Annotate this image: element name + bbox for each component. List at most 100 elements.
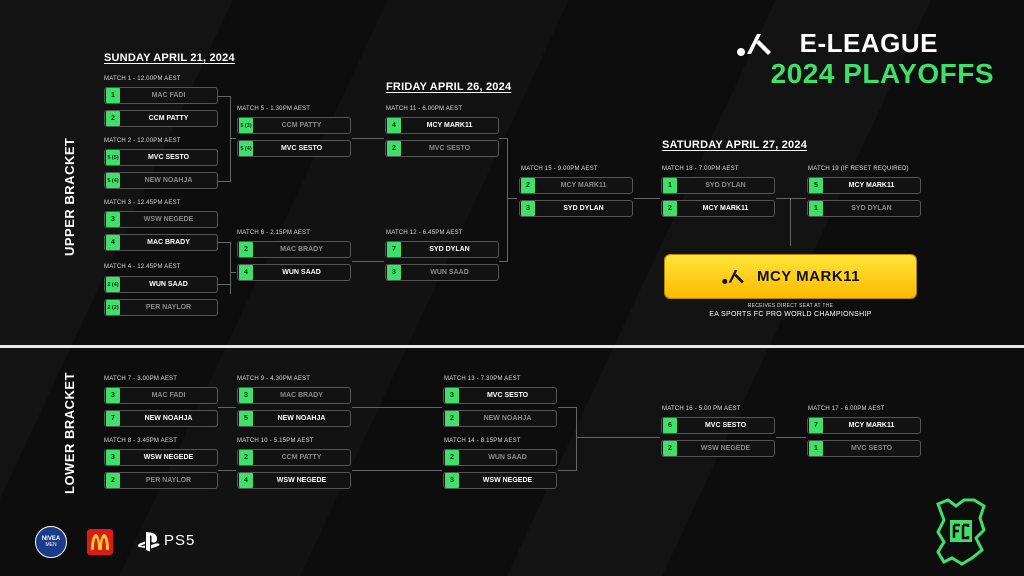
playstation-icon xyxy=(137,531,161,553)
match-13-team-b[interactable]: 2 NEW NOAHJA xyxy=(443,410,557,427)
team-name: WUN SAAD xyxy=(488,454,527,461)
team-name: CCM PATTY xyxy=(281,122,322,129)
team-name: MAC BRADY xyxy=(280,392,323,399)
connector xyxy=(218,470,236,471)
champion-name: MCY MARK11 xyxy=(756,268,861,285)
connector xyxy=(558,470,576,471)
match-9-label: MATCH 9 - 4.30PM AEST xyxy=(237,376,311,382)
connector xyxy=(576,407,577,471)
score: 2 xyxy=(445,411,459,426)
section-divider xyxy=(0,345,1024,348)
match-8-team-b[interactable]: 2 PER NAYLOR xyxy=(104,472,218,489)
match-5-team-b[interactable]: 5 (4)MVC SESTO xyxy=(237,140,351,157)
team-name: CCM PATTY xyxy=(148,115,189,122)
match-1-team-b[interactable]: 2 CCM PATTY xyxy=(104,110,218,127)
connector xyxy=(790,198,791,246)
score: 4 xyxy=(106,235,120,250)
team-name: SYD DYLAN xyxy=(705,182,746,189)
team-name: WSW NEGEDE xyxy=(143,216,194,223)
team-name: WSW NEGEDE xyxy=(143,454,194,461)
team-name: WSW NEGEDE xyxy=(700,445,751,452)
team-name: WUN SAAD xyxy=(282,269,321,276)
match-2-team-b[interactable]: 5 (4)NEW NOAHJA xyxy=(104,172,218,189)
score: 1 xyxy=(663,178,677,193)
match-3-team-a[interactable]: 3 WSW NEGEDE xyxy=(104,211,218,228)
match-7-team-a[interactable]: 3 MAC FADI xyxy=(104,387,218,404)
score: 2 (2) xyxy=(106,300,120,315)
lower-bracket-label: LOWER BRACKET xyxy=(62,371,77,494)
team-name: MVC SESTO xyxy=(850,445,893,452)
match-2-team-a[interactable]: 5 (5)MVC SESTO xyxy=(104,149,218,166)
team-name: WSW NEGEDE xyxy=(276,477,327,484)
match-5-label: MATCH 5 - 1.30PM AEST xyxy=(237,106,311,112)
ps5-text: PS5 xyxy=(164,532,196,549)
score: 5 xyxy=(809,178,823,193)
score: 1 xyxy=(106,88,120,103)
upper-bracket-label: UPPER BRACKET xyxy=(62,137,77,256)
match-1-label: MATCH 1 - 12.00PM AEST xyxy=(104,76,181,82)
score: 2 xyxy=(106,473,120,488)
connector xyxy=(576,437,660,438)
match-4-team-b[interactable]: 2 (2)PER NAYLOR xyxy=(104,299,218,316)
team-name: MCY MARK11 xyxy=(702,205,749,212)
match-18-team-a[interactable]: 1 SYD DYLAN xyxy=(661,177,775,194)
team-name: NEW NOAHJA xyxy=(144,415,193,422)
team-name: PER NAYLOR xyxy=(145,477,192,484)
team-name: MAC FADI xyxy=(151,392,186,399)
score: 1 xyxy=(809,441,823,456)
date-sunday: SUNDAY APRIL 21, 2024 xyxy=(104,52,235,64)
score: 3 xyxy=(106,388,120,403)
match-8-team-a[interactable]: 3 WSW NEGEDE xyxy=(104,449,218,466)
score: 3 xyxy=(387,265,401,280)
match-17-team-b[interactable]: 1 MVC SESTO xyxy=(807,440,921,457)
team-name: SYD DYLAN xyxy=(429,246,470,253)
score: 3 xyxy=(106,450,120,465)
match-17-label: MATCH 17 - 6.00PM AEST xyxy=(808,406,885,412)
connector xyxy=(507,138,508,262)
score: 3 xyxy=(106,212,120,227)
champion-banner: MCY MARK11 xyxy=(665,255,916,298)
connector xyxy=(558,407,576,408)
match-13-label: MATCH 13 - 7.30PM AEST xyxy=(444,376,521,382)
score: 5 xyxy=(239,411,253,426)
team-name: MCY MARK11 xyxy=(426,122,473,129)
eleague-logo-mark xyxy=(735,30,773,60)
connector xyxy=(352,470,442,471)
team-name: CCM PATTY xyxy=(281,454,322,461)
match-15-label: MATCH 15 - 9.00PM AEST xyxy=(521,166,598,172)
team-name: NEW NOAHJA xyxy=(483,415,532,422)
connector xyxy=(218,407,236,408)
match-8-label: MATCH 8 - 3.45PM AEST xyxy=(104,438,178,444)
match-4-team-a[interactable]: 2 (4)WUN SAAD xyxy=(104,276,218,293)
score: 2 xyxy=(521,178,535,193)
score: 2 xyxy=(106,111,120,126)
score: 3 xyxy=(445,473,459,488)
score: 5 (3) xyxy=(239,118,253,133)
match-5-team-a[interactable]: 5 (3) CCM PATTY xyxy=(237,117,351,134)
connector xyxy=(218,181,230,182)
